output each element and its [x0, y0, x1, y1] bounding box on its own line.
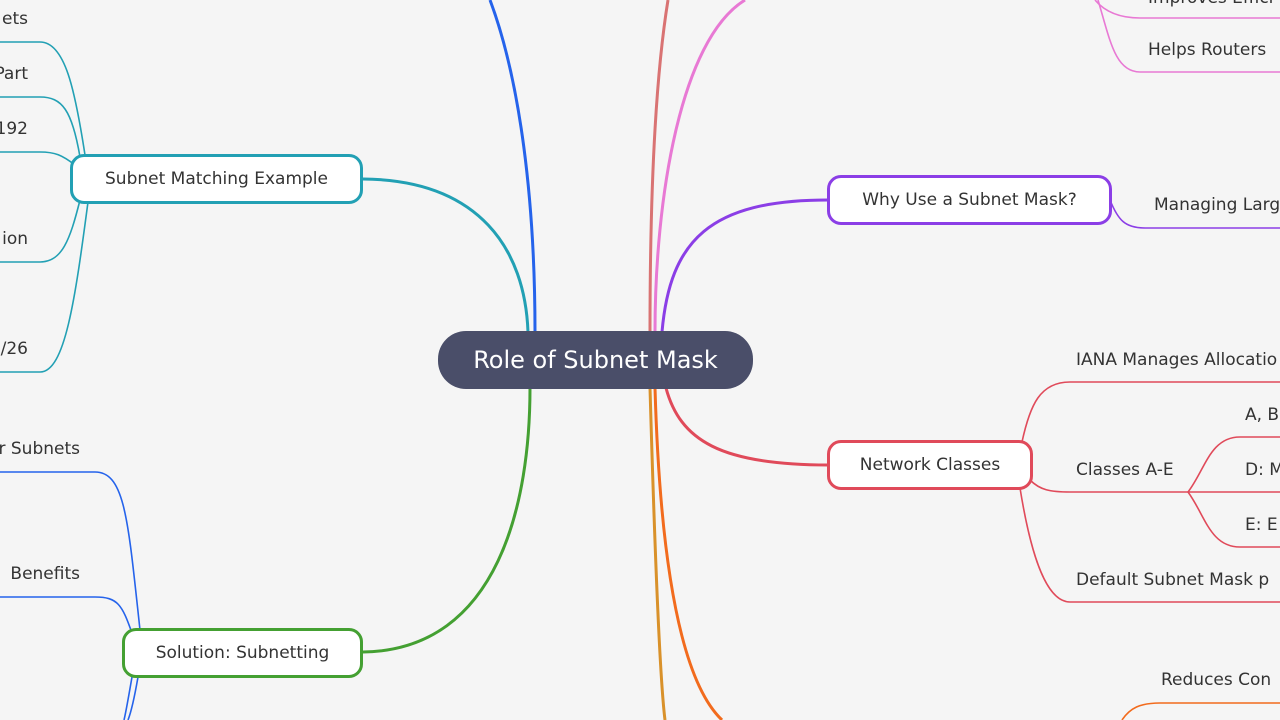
leaf-subnet-matching-2[interactable]: Part: [0, 64, 28, 84]
leaf-classes-sub-3[interactable]: E: E: [1245, 515, 1278, 535]
leaf-link: [0, 41, 86, 156]
leaf-link: [0, 596, 133, 634]
leaf-link: [0, 96, 81, 158]
branch-link-subnet-matching: [362, 177, 530, 333]
leaf-solution-2[interactable]: Benefits: [10, 564, 80, 584]
leaf-link: [1097, 0, 1280, 73]
leaf-link: [1121, 702, 1280, 720]
branch-link-top-pink: [653, 0, 746, 333]
leaf-top-right-2[interactable]: Helps Routers: [1148, 40, 1267, 60]
root-node[interactable]: Role of Subnet Mask: [438, 331, 753, 389]
branch-link-top-salmon: [648, 0, 670, 333]
leaf-link: [127, 676, 139, 720]
leaf-link: [1029, 479, 1188, 493]
branch-link-network-classes: [664, 387, 829, 467]
leaf-link: [0, 199, 81, 263]
node-solution-subnetting[interactable]: Solution: Subnetting: [122, 628, 363, 678]
leaf-link: [1187, 436, 1280, 493]
node-label: Why Use a Subnet Mask?: [862, 190, 1077, 210]
leaf-network-classes-2[interactable]: Classes A-E: [1076, 460, 1174, 480]
node-label: Network Classes: [859, 455, 1001, 475]
leaf-network-classes-3[interactable]: Default Subnet Mask p: [1076, 570, 1270, 590]
branch-link-top-blue: [488, 0, 537, 333]
leaf-classes-sub-2[interactable]: D: M: [1245, 460, 1280, 480]
branch-link-bottom-gold: [648, 387, 667, 720]
leaf-solution-1[interactable]: r Subnets: [0, 439, 80, 459]
leaf-link: [123, 676, 133, 720]
leaf-link: [1021, 381, 1280, 443]
leaf-why-use-1[interactable]: Managing Larg: [1154, 195, 1280, 215]
leaf-bottom-right-1[interactable]: Reduces Con: [1161, 670, 1272, 690]
leaf-subnet-matching-1[interactable]: ets: [2, 9, 28, 29]
leaf-subnet-matching-5[interactable]: /26: [0, 339, 28, 359]
node-subnet-matching-example[interactable]: Subnet Matching Example: [70, 154, 363, 204]
node-why-use-subnet-mask[interactable]: Why Use a Subnet Mask?: [827, 175, 1112, 225]
node-label: Solution: Subnetting: [155, 643, 330, 663]
leaf-link: [1109, 199, 1280, 229]
node-label: Subnet Matching Example: [105, 169, 328, 189]
leaf-link: [1019, 487, 1280, 603]
root-label: Role of Subnet Mask: [473, 346, 718, 374]
leaf-top-right-1[interactable]: Improves Effici: [1148, 0, 1273, 8]
branch-link-why-use: [660, 198, 829, 333]
branch-link-solution: [362, 387, 532, 654]
leaf-link: [0, 471, 141, 631]
leaf-link: [0, 151, 76, 166]
branch-link-bottom-orange: [653, 387, 724, 720]
leaf-link: [0, 201, 89, 373]
leaf-network-classes-1[interactable]: IANA Manages Allocatio: [1076, 350, 1278, 370]
leaf-subnet-matching-4[interactable]: ion: [2, 229, 28, 249]
leaf-classes-sub-1[interactable]: A, B: [1245, 405, 1280, 425]
leaf-subnet-matching-3[interactable]: 192: [0, 119, 28, 139]
node-network-classes[interactable]: Network Classes: [827, 440, 1033, 490]
leaf-link: [1187, 491, 1280, 548]
